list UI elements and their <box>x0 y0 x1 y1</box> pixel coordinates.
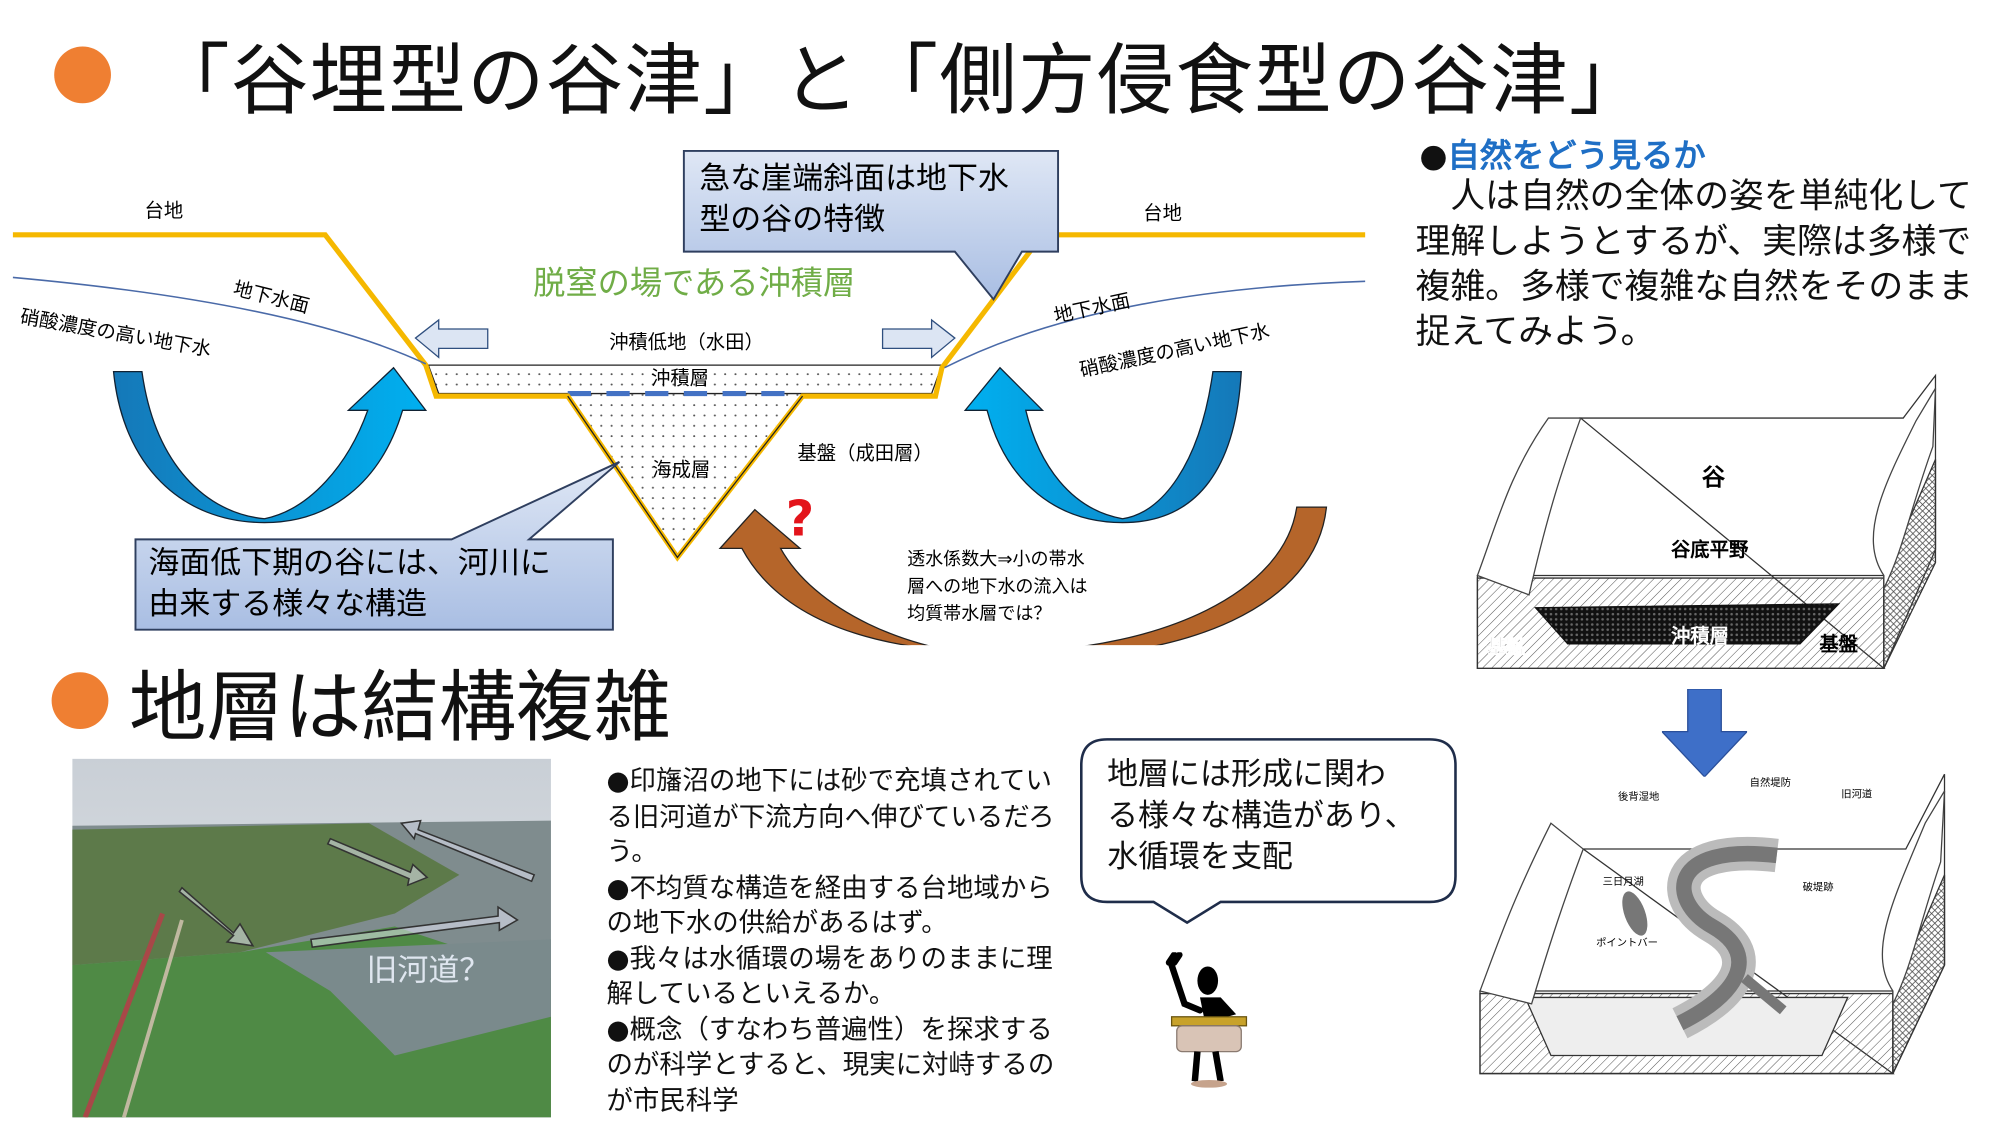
crevasse-label: 破堤跡 <box>1803 880 1835 893</box>
down-arrow-icon <box>1661 689 1748 777</box>
water-table-left <box>12 276 427 365</box>
valley-plain-label: 谷底平野 <box>1671 538 1749 561</box>
basement-left-label: 基盤 <box>1485 635 1525 658</box>
marine-layer <box>567 393 800 555</box>
title-bullet-icon <box>54 46 111 104</box>
callout-bottom-line-2: 由来する様々な構造 <box>148 586 427 622</box>
alluvium-label: 沖積層 <box>651 367 709 390</box>
permeability-note-3: 均質帯水層では？ <box>907 603 1051 624</box>
old-channel-photo-label: 旧河道？ <box>366 953 490 989</box>
arrow-right-icon <box>881 318 956 359</box>
speech-bubble-text: 地層には形成に関わ る様々な構造があり、 水循環を支配 <box>1107 754 1415 878</box>
callout-bottom <box>134 461 620 631</box>
view-body: 人は自然の全体の姿を単純化して理解しようとするが、実際は多様で複雑。多様で複雑な… <box>1415 176 1973 353</box>
basement-right-label: 基盤 <box>1818 632 1858 655</box>
groundwater-flow-arrow-right <box>963 366 1242 524</box>
water-table-right-label: 地下水面 <box>1052 289 1132 328</box>
water-table-left-label: 地下水面 <box>231 277 312 318</box>
floodplain-block-diagram: 後背湿地 自然堤防 旧河道 三日月湖 破堤跡 ポイントバー <box>1479 773 1946 1075</box>
denitrification-label: 脱窒の場である沖積層 <box>533 264 855 302</box>
flow-arrows <box>178 819 536 948</box>
bullet-list: ●印旛沼の地下には砂で充填されている旧河道が下流方向へ伸びているだろう。 ●不均… <box>606 764 1058 1119</box>
valley-cross-section-diagram: ? 急な崖端斜面は地下水 型の谷の特徴 海面低下期の谷には、河川に 由来する様々… <box>12 149 1366 646</box>
lowland-label: 沖積低地（水田） <box>609 330 764 353</box>
natural-levee-label: 自然堤防 <box>1750 776 1791 789</box>
subtitle-bullet-icon <box>51 672 109 730</box>
groundwater-flow-arrow-left <box>112 366 428 524</box>
basement-label: 基盤（成田層） <box>797 441 932 464</box>
old-channel-label: 旧河道 <box>1841 787 1872 800</box>
alluvium-block-label: 沖積層 <box>1671 625 1729 648</box>
slide-title: 「谷埋型の谷津」と「側方侵食型の谷津」 <box>152 36 1648 127</box>
speech-bubble <box>1079 738 1457 925</box>
plateau-left-label: 台地 <box>145 199 184 222</box>
plateau-right-label: 台地 <box>1143 201 1182 224</box>
bubble-line: 水循環を支配 <box>1107 838 1293 875</box>
bubble-line: 地層には形成に関わ <box>1107 756 1386 793</box>
bullet-item: ●概念（すなわち普遍性）を探求するのが科学とすると、現実に対峙するのが市民科学 <box>606 1013 1055 1116</box>
callout-top-line-1: 急な崖端斜面は地下水 <box>699 160 1009 196</box>
bullet-item: ●印旛沼の地下には砂で充填されている旧河道が下流方向へ伸びているだろう。 <box>606 765 1055 868</box>
point-bar-label: ポイントバー <box>1596 937 1658 949</box>
valley-block-diagram: 谷 谷底平野 基盤 沖積層 基盤 <box>1476 373 1937 670</box>
aerial-photo: 旧河道？ <box>72 758 551 1118</box>
permeability-note-2: 層への地下水の流入は <box>907 576 1087 597</box>
back-marsh-label: 後背湿地 <box>1618 790 1659 803</box>
nitrate-right-label: 硝酸濃度の高い地下水 <box>1078 319 1272 382</box>
marine-label: 海成層 <box>652 458 710 481</box>
water-table-right <box>944 280 1366 369</box>
callout-top-line-2: 型の谷の特徴 <box>699 202 885 238</box>
callout-bottom-line-1: 海面低下期の谷には、河川に <box>148 545 550 581</box>
oxbow-label: 三日月湖 <box>1603 876 1644 888</box>
callout-top <box>682 149 1060 302</box>
student-raising-hand-icon <box>1165 952 1248 1088</box>
heading-bullet: ● <box>1419 136 1448 175</box>
permeability-note-1: 透水係数大⇒小の帯水 <box>907 549 1085 570</box>
arrow-left-icon <box>414 318 489 359</box>
section-subtitle: 地層は結構複雑 <box>129 663 671 754</box>
bullet-item: ●不均質な構造を経由する台地域からの地下水の供給があるはず。 <box>606 871 1053 939</box>
valley-label: 谷 <box>1702 464 1726 491</box>
view-heading: ●自然をどう見るか <box>1419 130 1705 176</box>
question-mark: ? <box>786 489 814 547</box>
nitrate-left-label: 硝酸濃度の高い地下水 <box>18 305 213 361</box>
bubble-line: る様々な構造があり、 <box>1107 797 1416 834</box>
bullet-item: ●我々は水循環の場をありのままに理解しているといえるか。 <box>606 942 1053 1010</box>
inflow-arrow-brown <box>718 506 1328 646</box>
heading-text: 自然をどう見るか <box>1447 136 1706 175</box>
